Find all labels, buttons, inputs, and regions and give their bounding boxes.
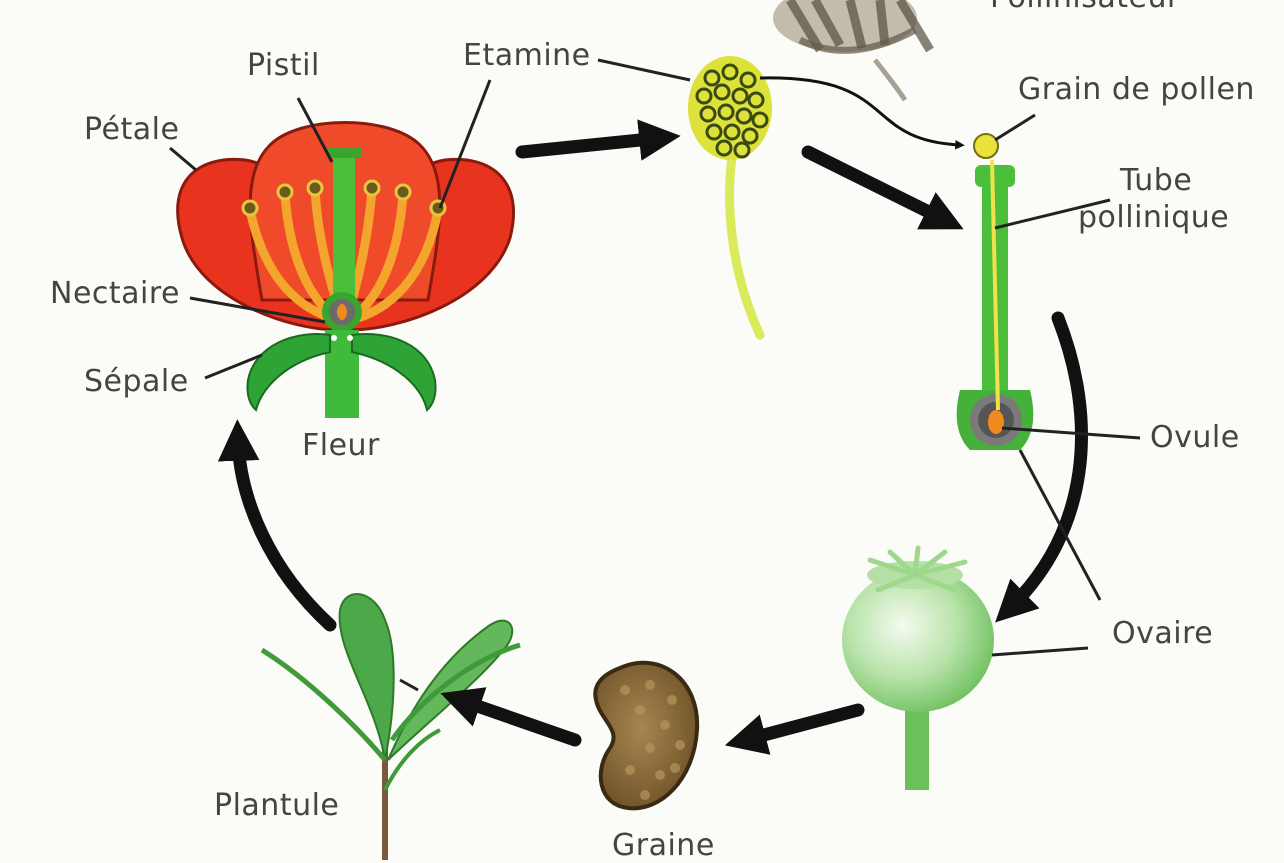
label-fleur: Fleur <box>302 430 380 462</box>
arrow-capsule-to-seed <box>745 710 858 740</box>
label-ovule: Ovule <box>1150 422 1240 454</box>
label-pistil: Pistil <box>247 50 320 82</box>
label-petale: Pétale <box>84 114 179 146</box>
arrow-flower-to-stamen <box>522 138 660 152</box>
label-grain-de-pollen: Grain de pollen <box>1018 74 1255 106</box>
pollen-grain <box>974 134 998 158</box>
seed-illustration <box>595 663 697 809</box>
arrow-seedling-to-flower <box>238 440 330 625</box>
label-graine: Graine <box>612 830 715 862</box>
label-plantule: Plantule <box>214 790 339 822</box>
pollinator-insect-illustration <box>773 0 930 100</box>
pistil-style <box>333 150 355 310</box>
stamen-illustration <box>688 56 772 335</box>
flower-illustration <box>178 123 514 419</box>
label-ovaire: Ovaire <box>1112 618 1213 650</box>
label-etamine: Etamine <box>463 40 591 72</box>
arrow-pistil-to-capsule <box>1010 318 1081 608</box>
arrow-seed-to-seedling <box>460 700 575 740</box>
label-sepale: Sépale <box>84 366 189 398</box>
label-tube-line1: Tube <box>1120 165 1192 197</box>
fruit-capsule-illustration <box>842 548 994 790</box>
label-nectaire: Nectaire <box>50 278 180 310</box>
label-tube-line2: pollinique <box>1078 202 1229 234</box>
arrow-stamen-to-pistil <box>808 152 945 220</box>
sepal-right <box>352 334 436 410</box>
label-pollinisateur: Pollinisateur <box>990 0 1180 14</box>
pistil-pollen-tube-illustration <box>957 134 1034 450</box>
sepal-left <box>247 334 330 410</box>
pollen-transfer-path <box>760 78 960 145</box>
